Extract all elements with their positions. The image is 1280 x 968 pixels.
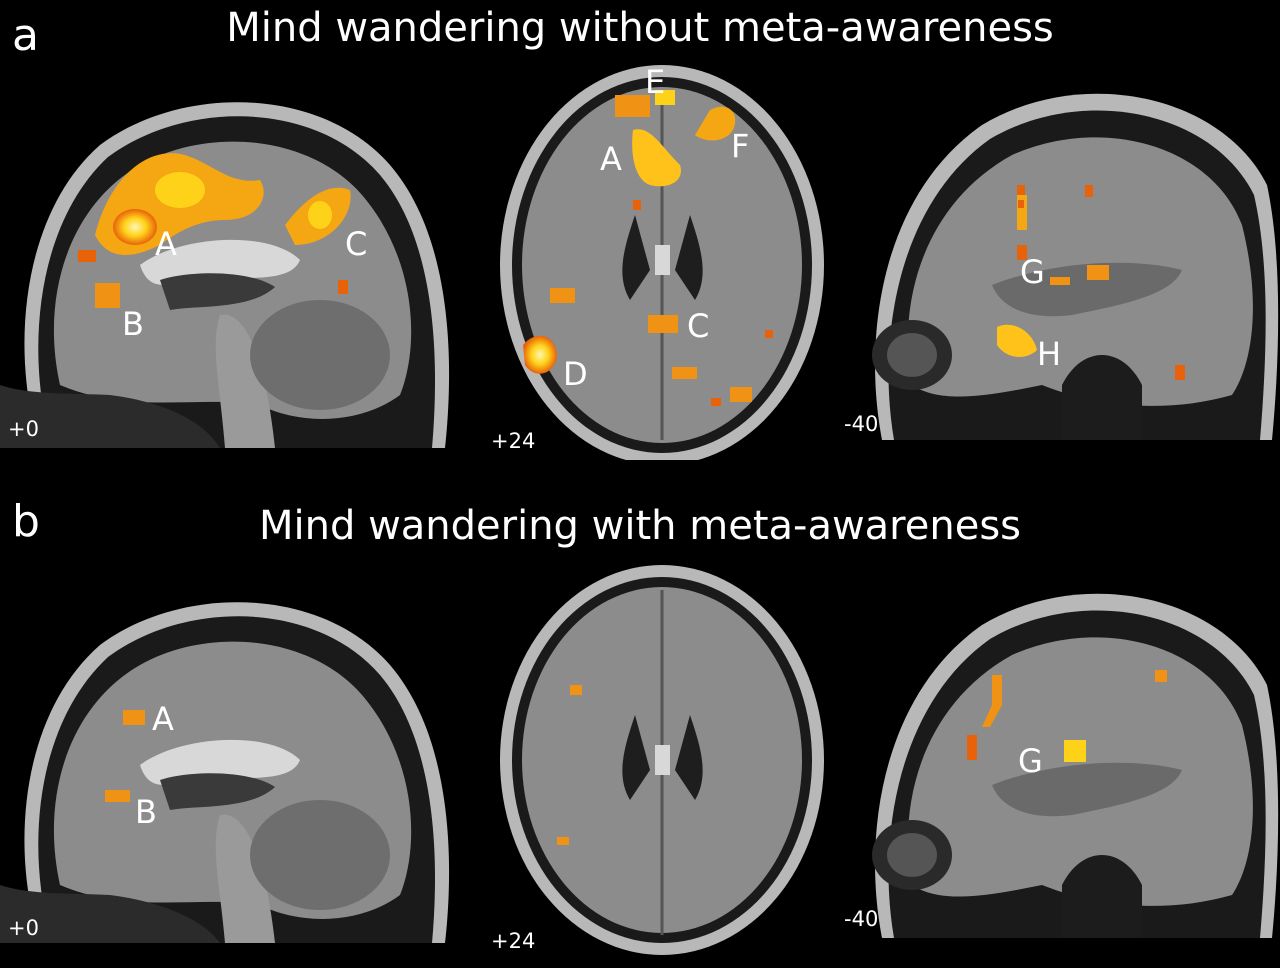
panel-letter-a: a xyxy=(12,10,39,61)
panel-title-b: Mind wandering with meta-awareness xyxy=(258,503,1021,549)
slice-coordinate: +24 xyxy=(491,429,536,453)
slice-coordinate: +0 xyxy=(8,916,39,940)
axial-view-b: +24 xyxy=(485,555,840,955)
lateral-sagittal-view-b: G -40 xyxy=(842,555,1280,938)
region-label-a: A xyxy=(152,700,174,738)
region-label-g: G xyxy=(1020,253,1045,291)
slice-coordinate: +0 xyxy=(8,417,39,441)
region-label-c: C xyxy=(687,307,709,345)
region-label-a: A xyxy=(155,225,177,263)
region-label-g: G xyxy=(1018,742,1043,780)
region-label-d: D xyxy=(563,355,588,393)
panel-letter-b: b xyxy=(12,496,40,547)
panel-title-a: Mind wandering without meta-awareness xyxy=(226,5,1054,51)
axial-view-a: E A F C D +24 xyxy=(485,55,840,460)
region-label-h: H xyxy=(1037,335,1061,373)
region-label-b: B xyxy=(122,305,144,343)
slice-coordinate: +24 xyxy=(491,929,536,953)
region-label-e: E xyxy=(645,63,665,101)
region-label-f: F xyxy=(731,127,749,165)
slice-coordinate: -40 xyxy=(844,907,879,931)
region-label-c: C xyxy=(345,225,367,263)
sagittal-view-b: A B +0 xyxy=(0,555,455,943)
sagittal-view-a: A B C +0 xyxy=(0,55,455,448)
region-label-b: B xyxy=(135,793,157,831)
slice-coordinate: -40 xyxy=(844,412,879,436)
region-label-a: A xyxy=(600,140,622,178)
lateral-sagittal-view-a: G H -40 xyxy=(842,55,1280,440)
